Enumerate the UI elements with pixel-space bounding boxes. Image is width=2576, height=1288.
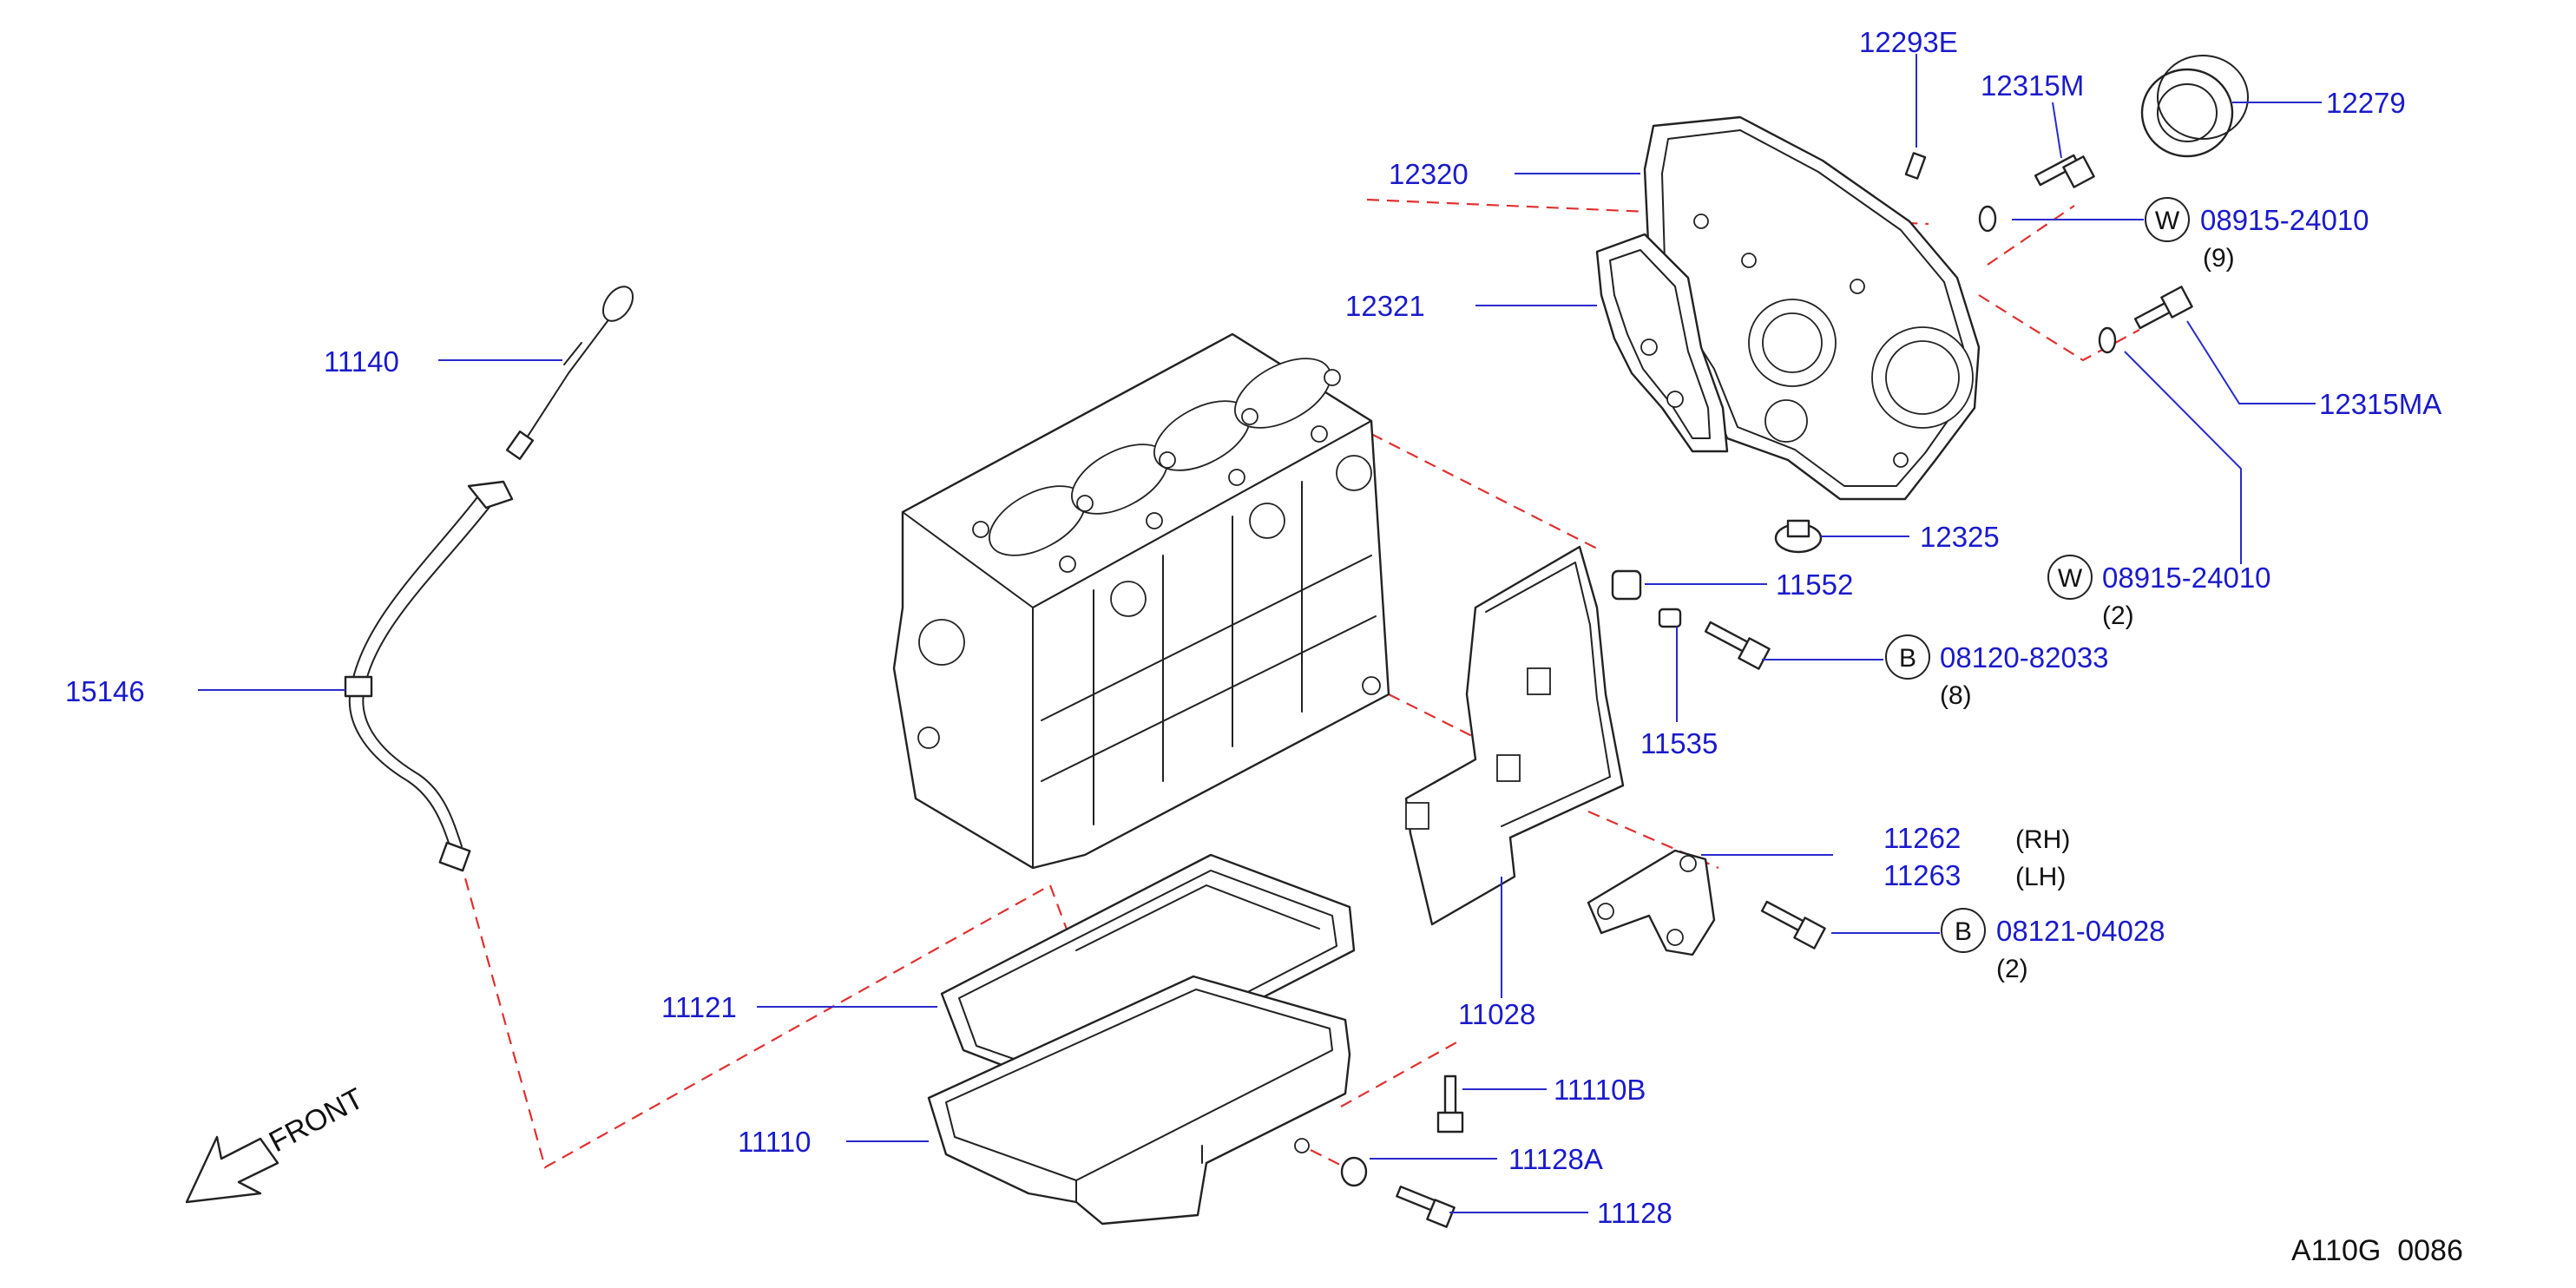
callout-11110[interactable]: 11110 bbox=[738, 1126, 811, 1158]
callout-12315MA[interactable]: 12315MA bbox=[2319, 388, 2441, 420]
callout-11128A[interactable]: 11128A bbox=[1508, 1143, 1603, 1175]
callout-11552[interactable]: 11552 bbox=[1776, 568, 1853, 601]
callout-15146[interactable]: 15146 bbox=[65, 675, 145, 707]
rear-plate-12320 bbox=[1643, 115, 1981, 501]
symbol-circle-w-2 bbox=[2047, 555, 2093, 600]
symbols: W W B B bbox=[1885, 197, 2190, 953]
callout-11535[interactable]: 11535 bbox=[1640, 727, 1718, 759]
drain-plug-11128 bbox=[1396, 1185, 1456, 1228]
callout-12293E[interactable]: 12293E bbox=[1859, 26, 1958, 58]
gasket-11121 bbox=[940, 853, 1356, 1095]
callout-labels: 12293E 12315M 12279 12320 08915-24010 (9… bbox=[65, 26, 2441, 1229]
symbol-circle-b-2 bbox=[1941, 908, 1986, 953]
side-rh: (RH) bbox=[2015, 825, 2070, 854]
callout-11263[interactable]: 11263 bbox=[1883, 859, 1961, 891]
front-direction-arrow: FRONT bbox=[185, 1082, 369, 1204]
side-lh: (LH) bbox=[2015, 863, 2066, 891]
bolt-11110B bbox=[1436, 1074, 1464, 1134]
dipstick-11140 bbox=[505, 286, 634, 461]
gasket-12321 bbox=[1595, 233, 1729, 453]
bracket-11262 bbox=[1587, 849, 1716, 956]
callout-12315M[interactable]: 12315M bbox=[1981, 69, 2084, 102]
symbol-circle-b-1 bbox=[1885, 634, 1930, 680]
washers bbox=[1978, 205, 2117, 354]
symbol-w-1: W bbox=[2155, 207, 2180, 235]
qty-2-a: (2) bbox=[2102, 601, 2134, 630]
callout-08120-82033[interactable]: 08120-82033 bbox=[1940, 641, 2109, 674]
callout-11262[interactable]: 11262 bbox=[1883, 822, 1961, 854]
qty-2-b: (2) bbox=[1996, 955, 2028, 983]
callout-08121-04028[interactable]: 08121-04028 bbox=[1996, 915, 2165, 947]
bolt-12315M bbox=[2034, 154, 2095, 188]
front-label: FRONT bbox=[264, 1082, 369, 1160]
callout-11140[interactable]: 11140 bbox=[324, 345, 399, 378]
symbol-circle-w-1 bbox=[2145, 197, 2190, 242]
symbol-b-1: B bbox=[1899, 644, 1916, 673]
callout-12325[interactable]: 12325 bbox=[1920, 521, 2000, 553]
callout-11028[interactable]: 11028 bbox=[1458, 998, 1535, 1030]
callout-08915-24010-b[interactable]: 08915-24010 bbox=[2102, 562, 2271, 594]
callout-11128[interactable]: 11128 bbox=[1597, 1197, 1672, 1229]
bolt-12315MA bbox=[2133, 286, 2193, 330]
callout-12279[interactable]: 12279 bbox=[2326, 87, 2406, 119]
bolt-08121 bbox=[1760, 900, 1826, 950]
symbol-b-2: B bbox=[1955, 917, 1972, 946]
dowel-12293E bbox=[1904, 152, 1927, 180]
cap-12325 bbox=[1774, 519, 1823, 554]
qty-9: (9) bbox=[2203, 244, 2235, 273]
symbol-w-2: W bbox=[2058, 564, 2083, 593]
stiffener-11028 bbox=[1404, 545, 1625, 926]
diagram-code: A110G 0086 bbox=[2291, 1234, 2463, 1267]
callout-08915-24010-a[interactable]: 08915-24010 bbox=[2200, 204, 2369, 236]
dipstick-guide-15146 bbox=[344, 480, 514, 872]
callout-11121[interactable]: 11121 bbox=[661, 991, 737, 1023]
qty-8: (8) bbox=[1940, 681, 1972, 710]
callout-11110B[interactable]: 11110B bbox=[1554, 1074, 1646, 1106]
oil-pan-11110 bbox=[927, 975, 1351, 1226]
cylinder-block bbox=[892, 332, 1390, 870]
plug-11552 bbox=[1611, 569, 1642, 601]
leader-lines bbox=[198, 54, 2322, 1213]
oil-seal-12279 bbox=[2140, 55, 2249, 158]
bolt-08120 bbox=[1704, 621, 1771, 670]
dowel-11535 bbox=[1658, 608, 1682, 628]
callout-12320[interactable]: 12320 bbox=[1389, 158, 1469, 190]
washer-11128A bbox=[1340, 1156, 1368, 1187]
callout-12321[interactable]: 12321 bbox=[1345, 290, 1425, 322]
